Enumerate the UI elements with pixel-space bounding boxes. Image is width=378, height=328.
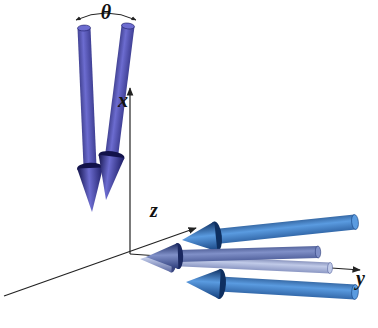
spin-arrow xyxy=(186,269,359,300)
arrow-cap xyxy=(327,262,332,273)
spin-arrows xyxy=(77,22,359,299)
arrow-cap xyxy=(121,22,135,29)
arrow-head xyxy=(99,155,125,200)
arrow-head xyxy=(182,222,217,252)
arrow-head xyxy=(146,243,178,269)
arrow-cap xyxy=(315,246,321,258)
arrow-shaft xyxy=(178,246,318,262)
arrow-shaft xyxy=(78,28,97,169)
arrow-head xyxy=(77,167,103,212)
arrow-shaft xyxy=(105,25,134,157)
spin-arrow xyxy=(77,25,103,212)
arrow-shaft xyxy=(219,277,355,300)
axis-label: y xyxy=(356,268,365,288)
arrow-cap xyxy=(77,25,90,31)
x-axis xyxy=(129,88,130,254)
arrow-shaft xyxy=(215,215,356,244)
angle-label: θ xyxy=(101,2,111,22)
spin-arrow xyxy=(98,22,135,200)
axis-label: z xyxy=(150,200,158,220)
spin-arrow xyxy=(146,243,321,269)
coordinate-axes xyxy=(4,88,360,296)
axis-label: x xyxy=(118,90,128,110)
z-axis xyxy=(4,228,196,296)
arrow-cap xyxy=(351,214,359,230)
arrow-head xyxy=(186,269,221,299)
spin-arrow xyxy=(182,214,359,252)
